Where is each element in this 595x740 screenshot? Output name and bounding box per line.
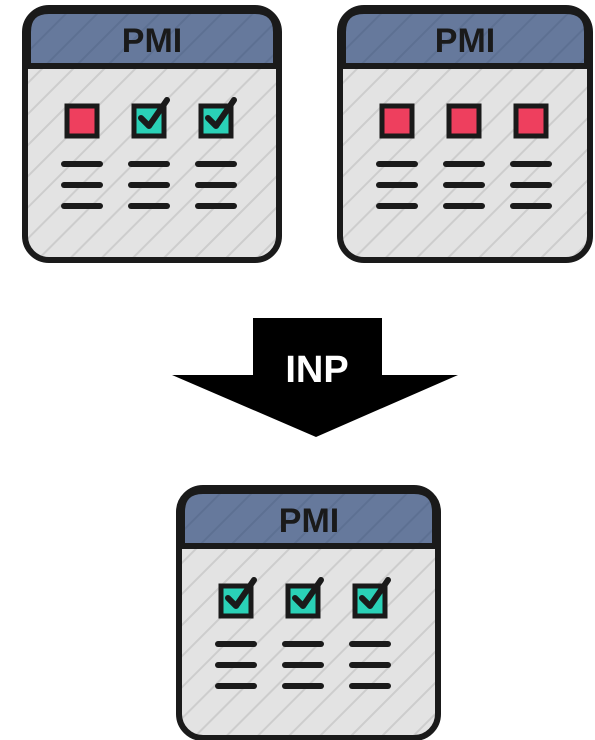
unchecked-box-icon (64, 103, 100, 139)
text-lines-icon (61, 161, 103, 209)
card-header-label: PMI (122, 22, 182, 60)
unchecked-box-icon (513, 103, 549, 139)
card-header-label: PMI (279, 502, 339, 540)
text-lines-icon (128, 161, 170, 209)
text-lines-icon (282, 641, 324, 689)
unchecked-box-icon (379, 103, 415, 139)
arrow-label: INP (285, 349, 348, 391)
checked-box-icon (131, 97, 170, 139)
pmi-card-top-right: PMI (337, 5, 593, 263)
unchecked-box-icon (446, 103, 482, 139)
pmi-card-bottom: PMI (176, 485, 441, 740)
down-arrow-icon: INP (172, 318, 458, 437)
text-lines-icon (349, 641, 391, 689)
checked-box-icon (285, 577, 324, 619)
text-lines-icon (376, 161, 418, 209)
checked-box-icon (218, 577, 257, 619)
pmi-card-top-left: PMI (22, 5, 282, 263)
checked-box-icon (352, 577, 391, 619)
checked-box-icon (198, 97, 237, 139)
text-lines-icon (443, 161, 485, 209)
card-header-label: PMI (435, 22, 495, 60)
text-lines-icon (195, 161, 237, 209)
text-lines-icon (215, 641, 257, 689)
text-lines-icon (510, 161, 552, 209)
